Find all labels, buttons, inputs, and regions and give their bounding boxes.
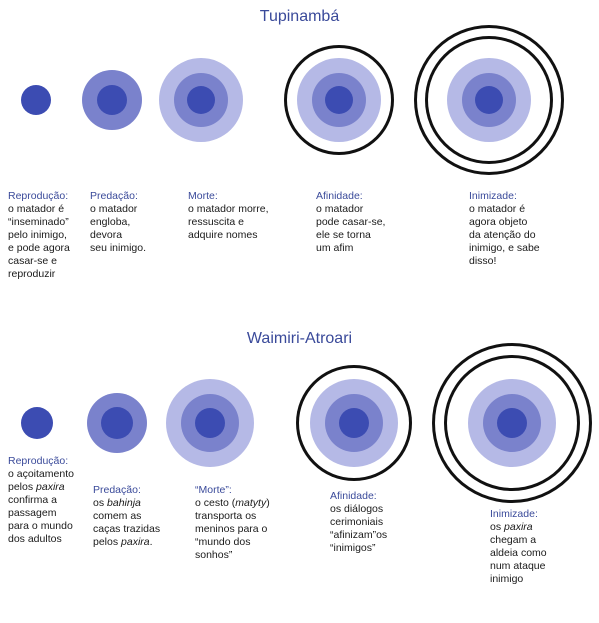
caption-afinidade: Afinidade: o matador pode casar-se, ele …: [316, 190, 406, 255]
stage-inimizade-circle: [432, 343, 592, 503]
caption-morte: “Morte”: o cesto (matyty) transporta os …: [195, 484, 295, 562]
caption-text: os diálogos cerimoniais “afinizam”os “in…: [330, 503, 388, 554]
caption-label: Afinidade:: [316, 190, 363, 202]
caption-morte: Morte: o matador morre, ressuscita e adq…: [188, 190, 288, 242]
caption-label: Reprodução:: [8, 190, 69, 202]
stage-morte-circle: [166, 379, 254, 467]
caption-text: o açoitamento pelos paxira confirma a pa…: [8, 468, 74, 545]
caption-label: Reprodução:: [8, 455, 69, 467]
caption-label: Afinidade:: [330, 490, 377, 502]
caption-label: Morte:: [188, 190, 218, 202]
caption-predacao: Predação: os bahinja comem as caças traz…: [93, 484, 178, 549]
caption-label: Predação:: [90, 190, 138, 202]
caption-label: Predação:: [93, 484, 141, 496]
stage-predacao-circle: [87, 393, 147, 453]
caption-text: o matador engloba, devora seu inimigo.: [90, 203, 147, 254]
caption-inimizade: Inimizade: o matador é agora objeto da a…: [469, 190, 569, 268]
caption-text: os paxira chegam a aldeia como num ataqu…: [490, 521, 547, 585]
caption-reproducao: Reprodução: o açoitamento pelos paxira c…: [8, 455, 93, 546]
caption-label: “Morte”:: [195, 484, 232, 496]
stage-reproducao-circle: [21, 85, 51, 115]
caption-inimizade: Inimizade: os paxira chegam a aldeia com…: [490, 508, 580, 586]
stage-afinidade-circle: [284, 45, 394, 155]
caption-label: Inimizade:: [490, 508, 538, 520]
caption-text: o matador pode casar-se, ele se torna um…: [316, 203, 386, 254]
caption-label: Inimizade:: [469, 190, 517, 202]
stage-predacao-circle: [82, 70, 142, 130]
caption-afinidade: Afinidade: os diálogos cerimoniais “afin…: [330, 490, 420, 555]
caption-text: os bahinja comem as caças trazidas pelos…: [93, 497, 161, 548]
stage-inimizade-circle: [414, 25, 564, 175]
section-title-waimiri-atroari: Waimiri-Atroari: [246, 330, 353, 347]
stage-reproducao-circle: [21, 407, 53, 439]
stage-afinidade-circle: [296, 365, 412, 481]
caption-reproducao: Reprodução: o matador é “inseminado” pel…: [8, 190, 88, 281]
caption-predacao: Predação: o matador engloba, devora seu …: [90, 190, 170, 255]
caption-text: o matador é agora objeto da atenção do i…: [469, 203, 540, 267]
stage-morte-circle: [159, 58, 243, 142]
section-title-tupinamba: Tupinambá: [259, 8, 340, 25]
caption-text: o matador morre, ressuscita e adquire no…: [188, 203, 269, 241]
caption-text: o cesto (matyty) transporta os meninos p…: [195, 497, 270, 561]
caption-text: o matador é “inseminado” pelo inimigo, e…: [8, 203, 70, 280]
